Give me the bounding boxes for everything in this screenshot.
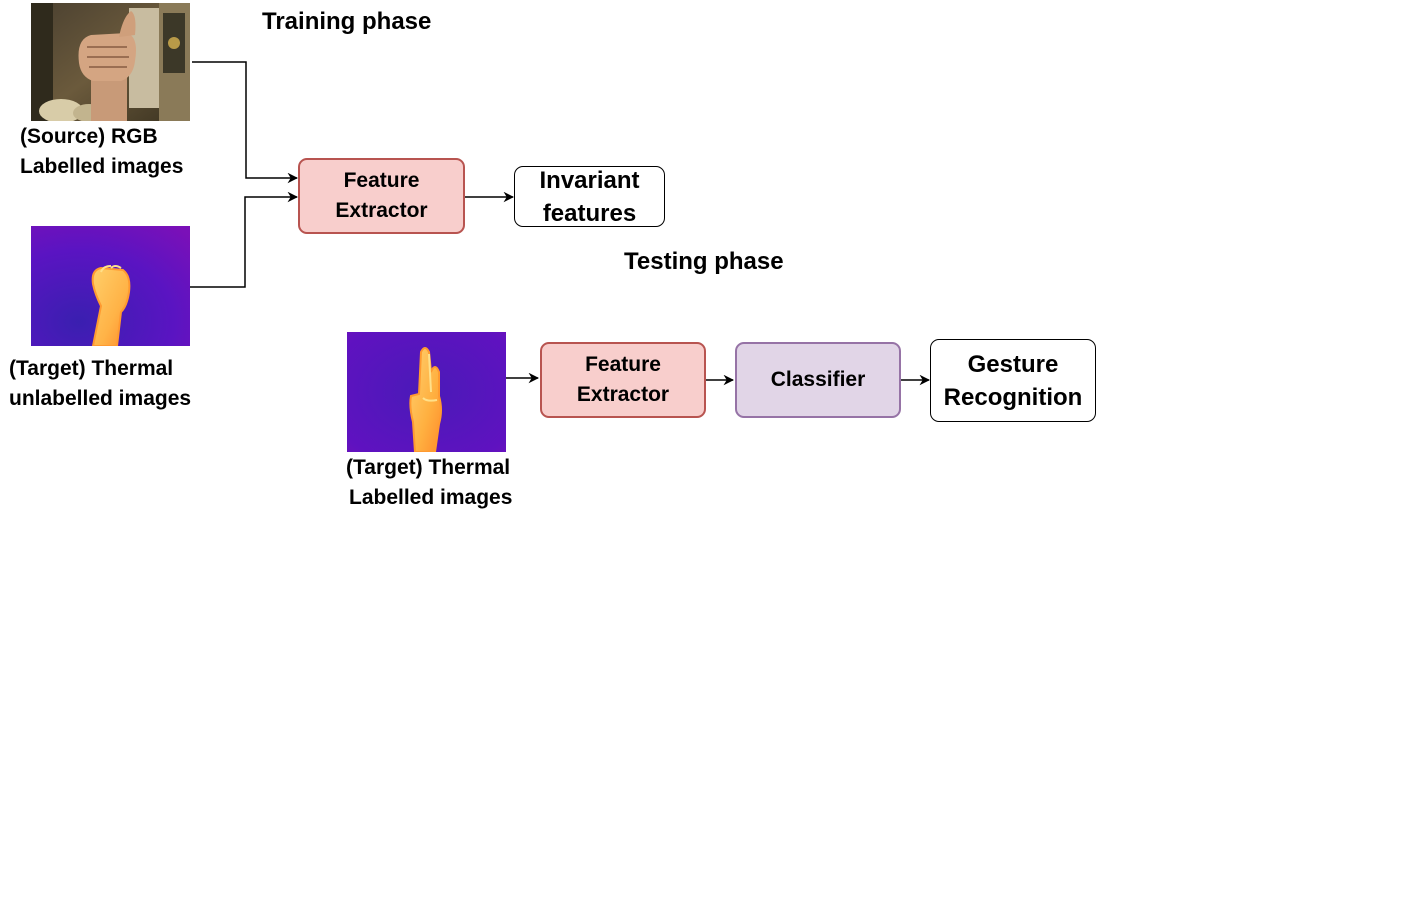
rgb-hand-fist-photo-icon xyxy=(31,3,190,121)
arrow-rgb-to-feature-extractor xyxy=(192,61,299,184)
training-feature-extractor-box: Feature Extractor xyxy=(298,158,465,234)
thermal-hand-fist-icon xyxy=(31,226,190,346)
testing-phase-title: Testing phase xyxy=(624,248,784,275)
target-thermal-unlabelled-caption: (Target) Thermal unlabelled images xyxy=(9,357,192,410)
training-phase-title: Training phase xyxy=(262,8,432,35)
arrow-thermal-to-feature-extractor xyxy=(190,191,299,288)
testing-feature-extractor-box: Feature Extractor xyxy=(540,342,706,418)
thermal-hand-two-fingers-icon xyxy=(347,332,506,452)
invariant-features-box: Invariant features xyxy=(514,166,665,227)
source-rgb-caption: (Source) RGB Labelled images xyxy=(20,125,184,178)
target-thermal-labelled-caption: (Target) Thermal Labelled images xyxy=(346,456,513,509)
gesture-recognition-box: Gesture Recognition xyxy=(930,339,1096,422)
classifier-box: Classifier xyxy=(735,342,901,418)
